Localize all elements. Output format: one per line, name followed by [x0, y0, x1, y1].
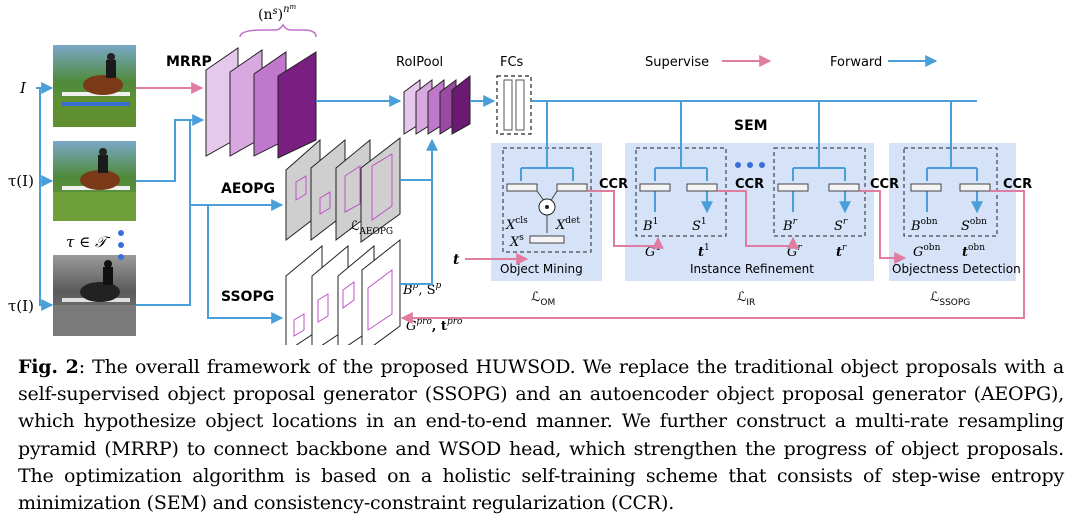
arrow-ssopg-roipool [400, 138, 438, 285]
om-cls-branch [506, 183, 538, 192]
om-xcls-label: Xcls [505, 216, 528, 233]
fcs-box [496, 75, 532, 135]
bp-sp-label: Bp, Sp [402, 281, 442, 298]
ir-stager-forward-lines [792, 101, 846, 181]
ssopg-label: SSOPG [221, 289, 274, 305]
mrrp-feature-stack [205, 47, 317, 159]
tau-label-top: τ(I) [8, 172, 34, 190]
supervise-arrow-ir-stages [717, 190, 799, 249]
ir-stager-score-branch [828, 183, 860, 192]
ir-stage1-score-branch [686, 183, 718, 192]
ellipsis-dots-vertical [118, 230, 124, 260]
roipool-label: RoIPool [396, 55, 443, 70]
tau-label-bottom: τ(I) [8, 297, 34, 315]
od-gobn-label: Gobn [913, 243, 941, 260]
ir-loss-label: ℒIR [737, 290, 755, 308]
input-arrows [36, 82, 205, 311]
ir-stage1-down-arrows [654, 191, 707, 212]
exponent-brace [239, 23, 317, 38]
om-title: Object Mining [500, 262, 583, 276]
ccr-label-om: CCR [599, 177, 628, 192]
od-score-branch [959, 183, 991, 192]
roipool-stack [403, 74, 471, 135]
ir-t1-label: t1 [698, 243, 710, 260]
mrrp-label: MRRP [166, 54, 212, 70]
ir-br-label: Br [782, 217, 798, 234]
od-bobn-label: Bobn [910, 217, 938, 234]
od-tobn-label: tobn [962, 243, 985, 260]
ssopg-proposal-boxes [293, 269, 393, 337]
exponent-label: (ns)nm [258, 3, 297, 23]
ir-stage1-box-branch [639, 183, 671, 192]
od-box-branch [910, 183, 942, 192]
od-title: Objectness Detection [892, 262, 1021, 276]
supervise-arrow-od-ssopg [400, 190, 1025, 324]
fcs-label: FCs [500, 55, 524, 70]
objectness-detection-panel [889, 143, 1016, 281]
legend-supervise-label: Supervise [645, 55, 709, 70]
sem-label: SEM [734, 118, 768, 134]
supervise-arrow-om-ir [587, 190, 664, 249]
ir-stage1-forward-lines [654, 101, 708, 181]
ir-sr-label: Sr [834, 217, 848, 234]
fc-layer-1 [503, 79, 513, 131]
figure-caption: Fig. 2: The overall framework of the pro… [18, 354, 1064, 517]
supervise-arrow-ir-od [859, 190, 907, 264]
ccr-label-ir1: CCR [735, 177, 764, 192]
ir-stager-box-branch [777, 183, 809, 192]
aeopg-loss-label: ℒAEOPG [350, 219, 393, 237]
caption-text: : The overall framework of the proposed … [18, 356, 1064, 515]
aeopg-label: AEOPG [221, 181, 275, 197]
gpro-tpro-label: Gpro, tpro [406, 317, 463, 334]
ir-b1-label: B1 [642, 217, 658, 234]
od-forward-lines [926, 101, 978, 181]
caption-label: Fig. 2 [18, 356, 79, 378]
arrow-to-ssopg [207, 205, 284, 324]
ir-gr-label: Gr [787, 243, 802, 260]
legend-forward-label: Forward [830, 55, 882, 70]
om-det-branch [556, 183, 588, 192]
om-xdet-label: Xdet [555, 216, 580, 233]
od-sobn-label: Sobn [961, 217, 987, 234]
ir-stager-down-arrows [792, 191, 845, 212]
input-label: I [19, 79, 27, 97]
input-image-augmented-2 [53, 255, 136, 336]
aeopg-stack [285, 136, 401, 243]
framework-figure: I τ(I) τ(I) τ ∈ 𝒯 MRRP (ns)nm AEOPG [8, 3, 1032, 345]
ir-tr-label: tr [836, 243, 847, 260]
od-down-arrows [926, 191, 977, 212]
ccr-label-od: CCR [1003, 177, 1032, 192]
om-forward-lines [520, 101, 574, 181]
om-score-bar [529, 235, 565, 244]
tau-set-label: τ ∈ 𝒯 [66, 233, 111, 251]
input-image-augmented-1 [53, 141, 136, 221]
t-input-label: t [453, 252, 460, 268]
ir-s1-label: S1 [692, 217, 707, 234]
ellipsis-dots-horizontal [735, 162, 765, 168]
ir-title: Instance Refinement [690, 262, 814, 276]
od-loss-label: ℒSSOPG [930, 290, 970, 308]
om-loss-label: ℒOM [531, 290, 555, 308]
input-image-original [53, 45, 136, 127]
fc-layer-2 [515, 79, 525, 131]
ccr-label-ir2: CCR [870, 177, 899, 192]
om-xs-label: Xs [509, 233, 524, 250]
aeopg-proposal-boxes [295, 153, 393, 221]
